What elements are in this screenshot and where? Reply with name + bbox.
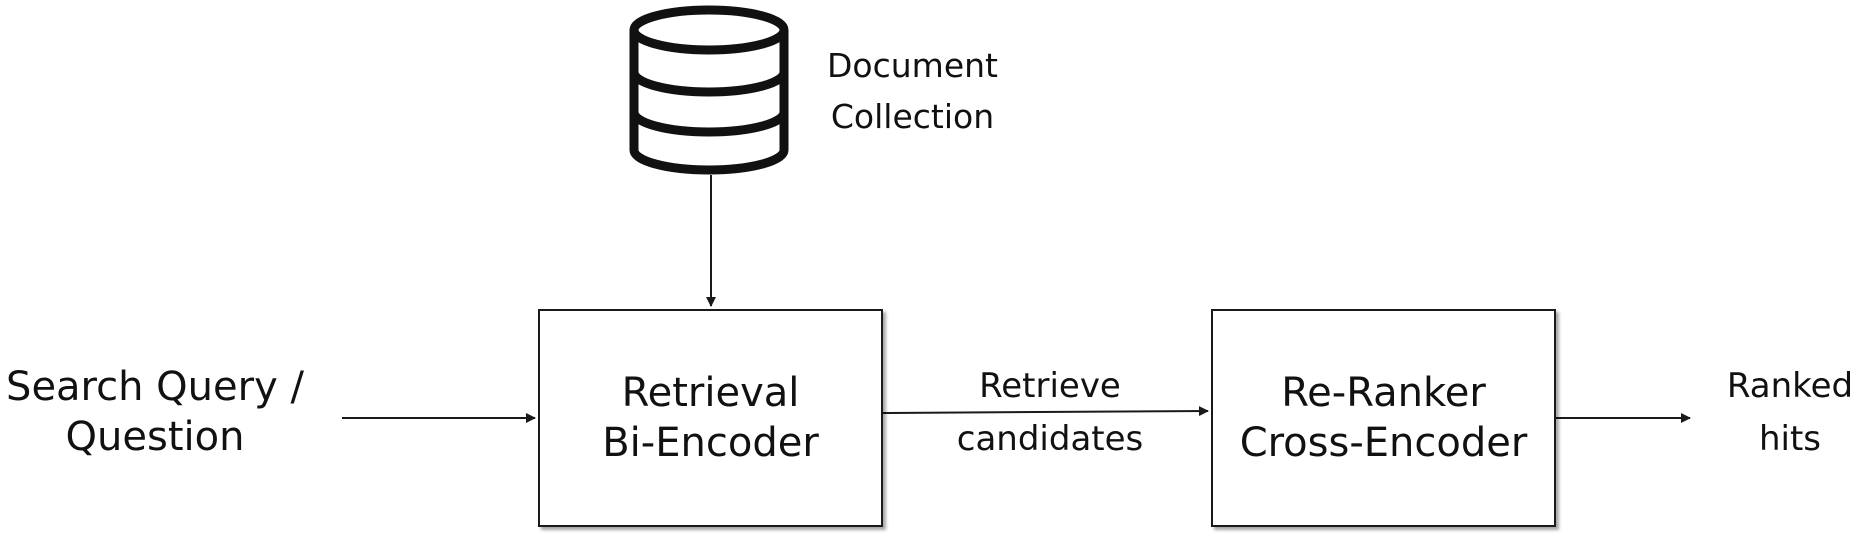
retrieve-candidates-line2: candidates [956, 418, 1144, 459]
document-collection-label: Document Collection [815, 40, 1010, 142]
retrieve-candidates-line1: Retrieve [979, 366, 1121, 406]
retrieval-line1: Retrieval [621, 370, 800, 416]
search-query-line2: Question [65, 414, 245, 460]
document-collection-line2: Collection [830, 97, 995, 137]
arrow-retrieval-to-reranker [882, 406, 1209, 417]
ranked-hits-label: Ranked hits [1720, 360, 1860, 465]
reranker-cross-encoder-box: Re-Ranker Cross-Encoder [1211, 309, 1556, 527]
search-query-label: Search Query / Question [0, 362, 310, 462]
reranker-line2: Cross-Encoder [1239, 420, 1528, 466]
retrieval-bi-encoder-box: Retrieval Bi-Encoder [538, 309, 883, 527]
ranked-hits-line1: Ranked [1726, 366, 1854, 406]
ranked-hits-line2: hits [1758, 418, 1822, 459]
search-query-line1: Search Query / [6, 364, 304, 410]
reranker-line1: Re-Ranker [1281, 370, 1486, 416]
database-icon [629, 5, 789, 175]
document-collection-line1: Document [827, 46, 998, 85]
retrieve-candidates-label: Retrieve candidates [935, 360, 1165, 465]
retrieval-line2: Bi-Encoder [602, 420, 819, 466]
